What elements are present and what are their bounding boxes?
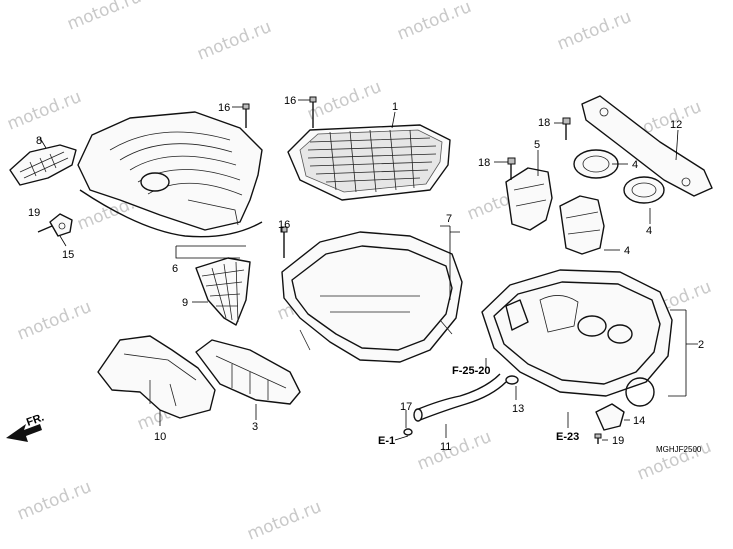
part-4-funnel-lower [559,195,605,255]
leader-lines [39,99,698,441]
watermark: motod.ru [554,7,634,55]
part-14-sensor [595,403,625,431]
arrow-icon [6,424,42,442]
bolt-16-middle [280,226,288,258]
callout-2: 2 [698,339,704,351]
ref-e23: E-23 [556,431,579,443]
bolt-19-right [594,433,602,444]
bolt-16-top-left [242,103,250,128]
part-5-funnel [505,167,553,231]
callout-11: 11 [440,441,451,453]
front-direction-arrow: FR. [6,411,46,442]
watermark: motod.ru [244,497,324,545]
callout-19-left: 19 [28,207,40,219]
callout-7: 7 [446,213,452,225]
callout-18-lower: 18 [478,157,490,169]
part-4-ring-upper [573,149,619,179]
callout-16-center: 16 [284,95,296,107]
part-2-lower-case [481,269,673,407]
callout-4-lower: 4 [624,245,630,257]
watermark: motod.ru [414,427,494,475]
diagram-code: MGHJF2500 [656,445,702,454]
callout-14: 14 [633,415,645,427]
callout-4-right: 4 [646,225,652,237]
part-11-hose [413,373,507,422]
watermark: motod.ru [394,0,474,45]
callout-16-middle: 16 [278,219,290,231]
part-6-cleaner-cover [77,111,263,238]
bolt-16-top-center [309,96,317,128]
callout-12: 12 [670,119,682,131]
part-17-clip [403,428,413,436]
callout-6: 6 [172,263,178,275]
part-9-mesh-screen [195,257,251,326]
callout-18-upper: 18 [538,117,550,129]
callout-10: 10 [154,431,166,443]
part-1-air-filter [287,124,451,201]
callout-15: 15 [62,249,74,261]
bolt-18-lower [507,157,516,180]
part-13-clamp [505,375,519,385]
callout-13: 13 [512,403,524,415]
bolt-19-left [37,225,53,233]
callout-labels: 1 2 3 4 4 4 5 6 7 8 9 10 11 12 13 14 15 … [28,95,704,453]
callout-16-left: 16 [218,102,230,114]
reference-labels: F-25-20 E-1 E-23 MGHJF2500 [378,365,702,454]
watermark: motod.ru [194,17,274,65]
watermark: motod.ru [64,0,144,35]
callout-9: 9 [182,297,188,309]
callout-1: 1 [392,101,398,113]
watermark: motod.ru [14,477,94,525]
part-10-bracket [97,335,216,419]
callout-4-upper: 4 [632,159,638,171]
ref-e1: E-1 [378,435,395,447]
ref-f25-20: F-25-20 [452,365,491,377]
callout-17: 17 [400,401,412,413]
callout-5: 5 [534,139,540,151]
callout-19-right: 19 [612,435,624,447]
watermark: motod.ru [14,297,94,345]
part-4-ring-right [623,176,665,204]
callout-3: 3 [252,421,258,433]
direction-label: FR. [25,411,46,428]
bolt-18-upper [562,117,571,140]
part-12-bracket [581,95,713,197]
part-3-tray [195,339,301,405]
watermark: motod.ru [4,87,84,135]
part-15-sensor [49,213,73,237]
part-7-cleaner-case [281,231,463,363]
callout-8: 8 [36,135,42,147]
part-8-inlet-duct [9,144,77,186]
